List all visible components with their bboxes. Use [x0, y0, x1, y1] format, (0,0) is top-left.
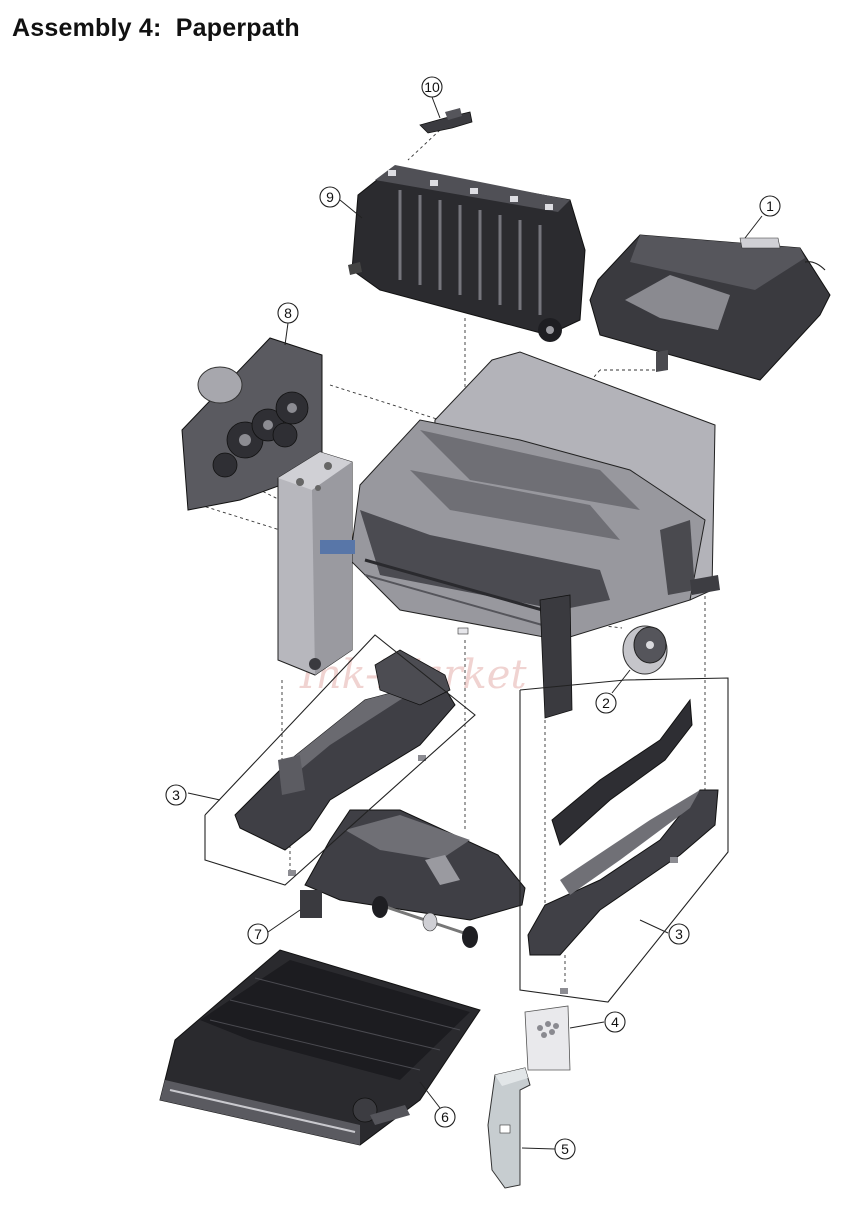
left-group-frame	[204, 634, 476, 886]
callout-3-right-label: 3	[675, 926, 683, 942]
page-title: Assembly 4: Paperpath	[12, 14, 300, 42]
drive-gear-assembly-part	[181, 337, 323, 511]
callout-9-label: 9	[326, 189, 334, 205]
fuser-assembly-part	[348, 165, 586, 342]
leader-lines	[187, 96, 763, 1150]
callout-1-label: 1	[766, 198, 774, 214]
callout-3-right: 3	[668, 923, 690, 945]
callout-4: 4	[604, 1011, 626, 1033]
callout-1: 1	[759, 195, 781, 217]
metal-bracket-part	[487, 1067, 531, 1189]
top-housing-part	[589, 234, 831, 381]
callout-7-label: 7	[254, 926, 262, 942]
pick-roller-assembly-part	[300, 809, 526, 948]
left-paper-guide-part	[234, 649, 456, 876]
callout-3-left-label: 3	[172, 787, 180, 803]
callout-6-label: 6	[441, 1109, 449, 1125]
motor-part	[622, 625, 668, 675]
transfer-belt-unit-part	[159, 949, 481, 1146]
callout-2-label: 2	[602, 695, 610, 711]
main-frame-part	[349, 351, 720, 719]
callout-3-left: 3	[165, 784, 187, 806]
callout-10-label: 10	[424, 79, 440, 95]
callout-2: 2	[595, 692, 617, 714]
group-frames	[204, 634, 729, 1003]
small-bracket-part	[419, 108, 473, 134]
callout-4-label: 4	[611, 1014, 619, 1030]
right-paper-guide-part	[527, 698, 719, 994]
callout-8: 8	[277, 302, 299, 324]
callout-6: 6	[434, 1106, 456, 1128]
callout-8-label: 8	[284, 305, 292, 321]
callout-9: 9	[319, 186, 341, 208]
callout-7: 7	[247, 923, 269, 945]
screw-kit-bag-part	[524, 1005, 571, 1071]
right-group-frame	[519, 677, 729, 1003]
callout-5: 5	[554, 1138, 576, 1160]
callout-5-label: 5	[561, 1141, 569, 1157]
left-side-plate-part	[277, 451, 355, 676]
callout-10: 10	[421, 76, 443, 98]
